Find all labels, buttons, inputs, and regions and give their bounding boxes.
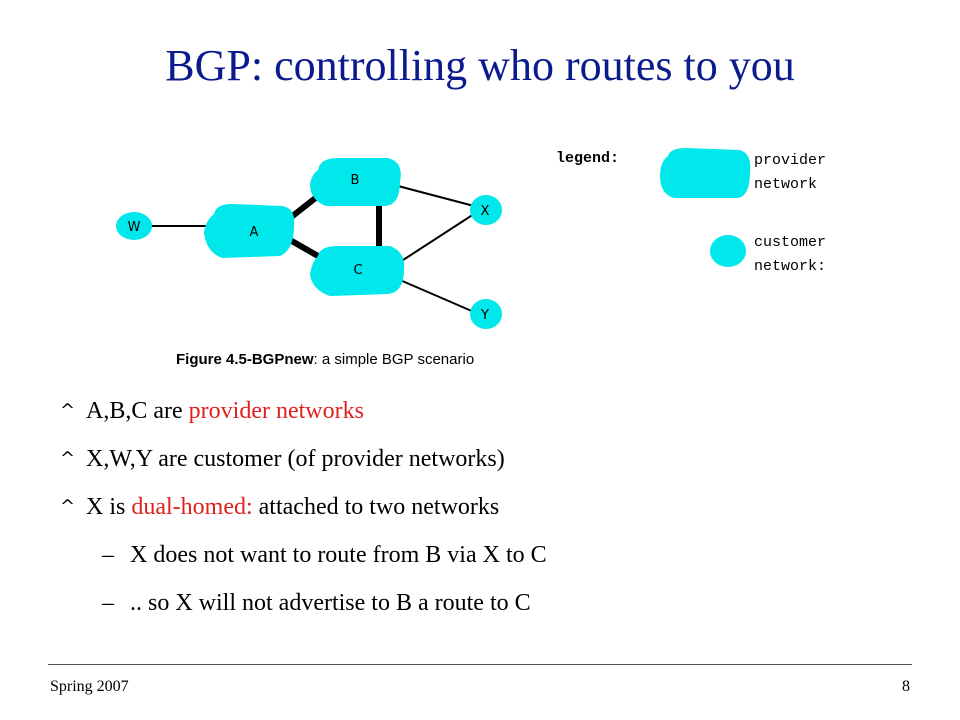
link-a-b	[288, 193, 320, 221]
customer-network-x	[470, 195, 502, 225]
bgp-scenario-diagram: W A B C X Y Figure 4.5-BGPnew: a simple …	[116, 148, 826, 368]
provider-network-b	[310, 158, 401, 206]
legend-provider-label-1: provider	[754, 152, 826, 169]
bullet-customer-networks: ^ X,W,Y are customer (of provider network…	[60, 446, 505, 473]
sub-bullet-dash: –	[102, 542, 114, 568]
figure-caption: Figure 4.5-BGPnew: a simple BGP scenario	[176, 351, 474, 368]
sub-bullet-1-text: X does not want to route from B via X to…	[130, 542, 547, 568]
legend-provider-label-2: network	[754, 176, 817, 193]
provider-network-a	[204, 204, 295, 258]
legend-provider-shape	[660, 148, 751, 198]
legend-customer-label-1: customer	[754, 234, 826, 251]
figure-caption-text: : a simple BGP scenario	[314, 351, 475, 368]
link-a-c	[288, 237, 320, 259]
bullet-1-highlight: provider networks	[188, 398, 364, 424]
figure-caption-label: Figure 4.5-BGPnew	[176, 351, 314, 368]
node-label-c: C	[353, 263, 362, 278]
page-number: 8	[902, 678, 910, 695]
node-label-y: Y	[480, 308, 489, 323]
sub-bullet-2-text: .. so X will not advertise to B a route …	[130, 590, 531, 616]
legend-customer-label-2: network:	[754, 258, 826, 275]
customer-network-w	[116, 212, 152, 240]
slide-title: BGP: controlling who routes to you	[165, 41, 795, 90]
bullet-marker-icon: ^	[60, 496, 76, 517]
sub-bullet-no-transit: –X does not want to route from B via X t…	[102, 542, 547, 569]
bullet-1-text: A,B,C are	[86, 398, 189, 424]
sub-bullet-dash: –	[102, 590, 114, 616]
provider-network-c	[310, 246, 405, 296]
bullet-dual-homed: ^ X is dual-homed: attached to two networ…	[60, 494, 499, 521]
bullet-marker-icon: ^	[60, 448, 76, 469]
footer-divider	[48, 664, 912, 665]
node-label-b: B	[351, 173, 360, 188]
customer-network-y	[470, 299, 502, 329]
bullet-marker-icon: ^	[60, 400, 76, 421]
bullet-2-text: X,W,Y are customer (of provider networks…	[86, 446, 505, 472]
link-b-x	[397, 185, 475, 207]
bullet-provider-networks: ^ A,B,C are provider networks	[60, 398, 364, 425]
link-c-y	[399, 279, 475, 313]
sub-bullet-no-advertise: –.. so X will not advertise to B a route…	[102, 590, 531, 617]
legend-customer-shape	[710, 235, 746, 267]
node-label-a: A	[250, 225, 259, 240]
footer-date: Spring 2007	[50, 678, 129, 695]
legend-title: legend:	[556, 150, 619, 167]
node-label-x: X	[481, 204, 490, 219]
bullet-3-highlight: dual-homed:	[131, 494, 253, 520]
node-label-w: W	[128, 220, 141, 235]
bullet-3-text: X is	[86, 494, 132, 520]
link-c-x	[399, 213, 475, 263]
bullet-3-rest: attached to two networks	[252, 494, 500, 520]
